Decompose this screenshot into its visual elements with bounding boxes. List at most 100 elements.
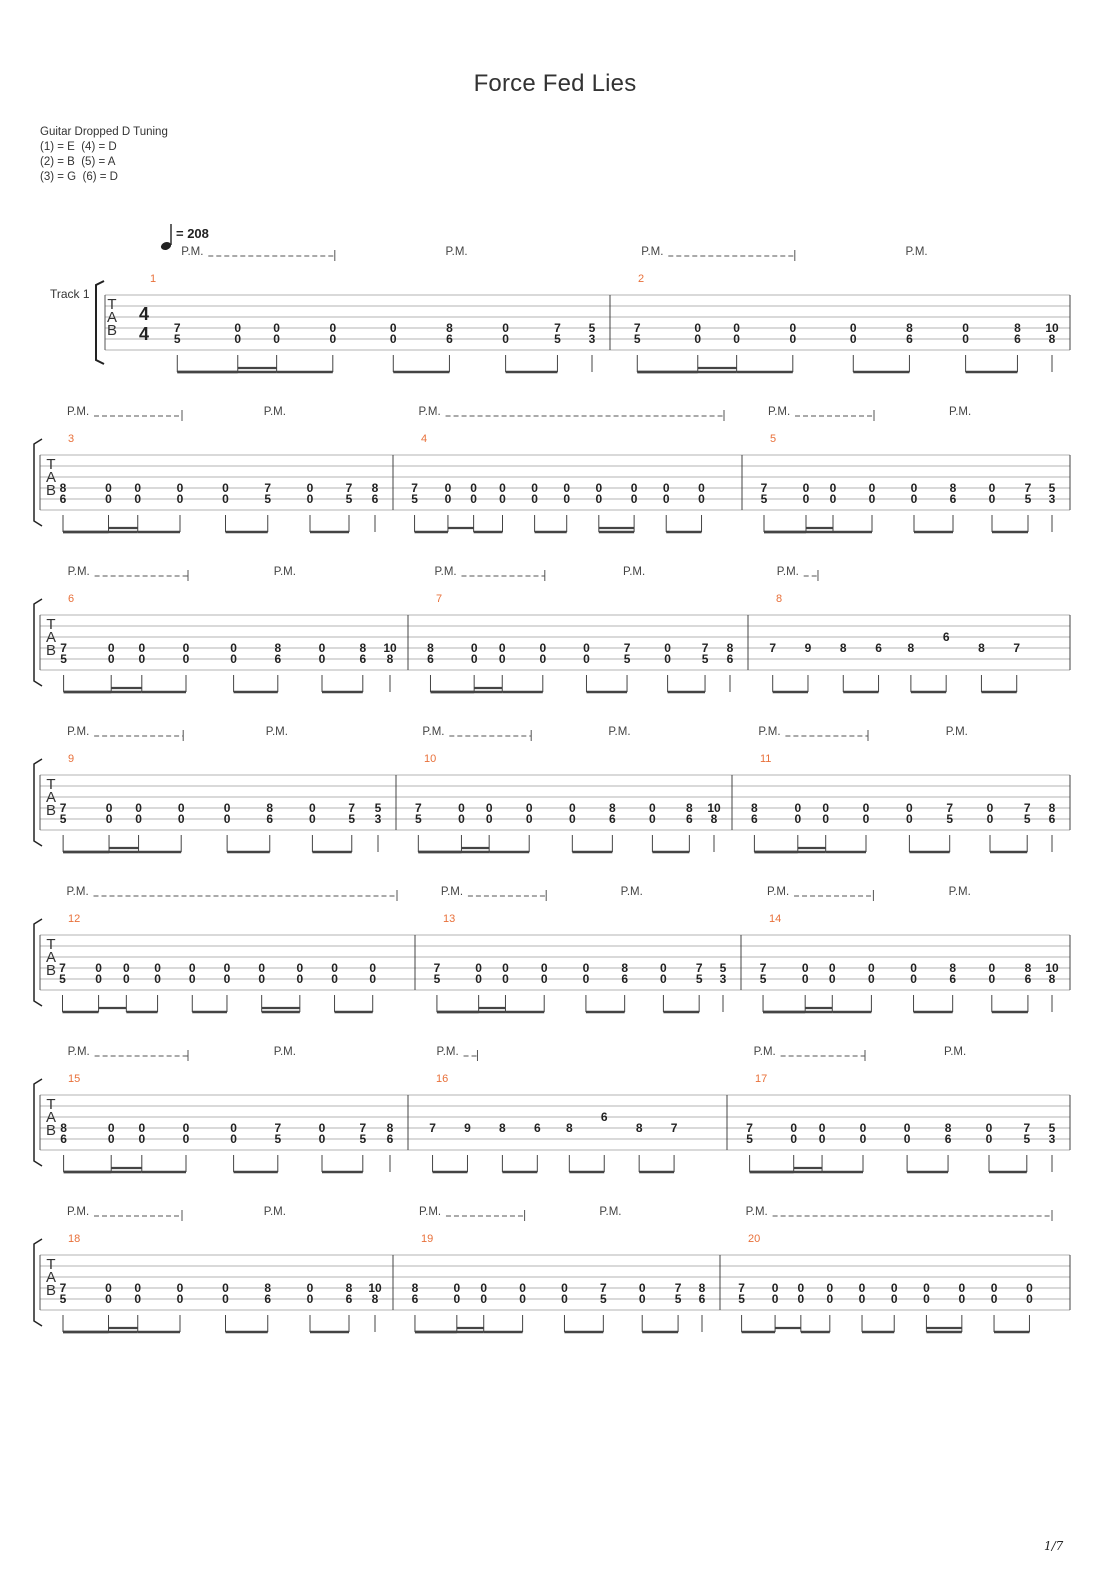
bar-number: 7: [436, 593, 442, 605]
fret-number: 0: [541, 972, 548, 986]
fret-number: 8: [264, 1281, 271, 1295]
bar-number: 14: [769, 913, 781, 925]
fret-number: 0: [499, 492, 506, 506]
fret-number: 0: [319, 652, 326, 666]
palm-mute-label: P.M.: [437, 1046, 459, 1058]
fret-number: 0: [309, 812, 316, 826]
fret-number: 0: [962, 321, 969, 335]
fret-number: 0: [595, 492, 602, 506]
fret-number: 0: [803, 492, 810, 506]
fret-number: 5: [720, 961, 727, 975]
fret-number: 0: [108, 1132, 115, 1146]
fret-number: 0: [561, 1281, 568, 1295]
bar-number: 19: [421, 1233, 433, 1245]
fret-number: 0: [631, 481, 638, 495]
fret-number: 0: [772, 1292, 779, 1306]
fret-number: 0: [108, 1121, 115, 1135]
fret-number: 7: [554, 321, 561, 335]
fret-number: 8: [950, 481, 957, 495]
tab-clef-letter: B: [107, 322, 117, 339]
fret-number: 5: [675, 1292, 682, 1306]
palm-mute-label: P.M.: [621, 886, 643, 898]
palm-mute-label: P.M.: [266, 726, 288, 738]
fret-number: 0: [639, 1292, 646, 1306]
fret-number: 6: [264, 1292, 271, 1306]
fret-number: 5: [738, 1292, 745, 1306]
fret-number: 0: [224, 812, 231, 826]
tab-clef-letter: B: [46, 482, 56, 499]
fret-number: 0: [733, 332, 740, 346]
fret-number: 0: [458, 812, 465, 826]
fret-number: 7: [348, 801, 355, 815]
fret-number: 0: [569, 812, 576, 826]
fret-number: 3: [1049, 492, 1056, 506]
fret-number: 0: [563, 492, 570, 506]
fret-number: 7: [346, 481, 353, 495]
fret-number: 5: [274, 1132, 281, 1146]
fret-number: 0: [138, 641, 145, 655]
fret-number: 0: [991, 1281, 998, 1295]
fret-number: 8: [727, 641, 734, 655]
fret-number: 6: [1049, 812, 1056, 826]
fret-number: 6: [609, 812, 616, 826]
tab-clef-letter: T: [46, 936, 55, 953]
fret-number: 7: [1025, 481, 1032, 495]
fret-number: 0: [486, 812, 493, 826]
bar-number: 18: [68, 1233, 80, 1245]
fret-number: 0: [134, 1281, 141, 1295]
system-bracket: [33, 918, 43, 1007]
fret-number: 0: [519, 1281, 526, 1295]
fret-number: 0: [499, 481, 506, 495]
fret-number: 0: [134, 492, 141, 506]
fret-number: 0: [987, 812, 994, 826]
fret-number: 0: [307, 492, 314, 506]
fret-number: 6: [427, 652, 434, 666]
bar-number: 1: [150, 273, 156, 285]
fret-number: 5: [348, 812, 355, 826]
fret-number: 6: [727, 652, 734, 666]
fret-number: 0: [789, 332, 796, 346]
fret-number: 0: [183, 1121, 190, 1135]
fret-number: 0: [989, 481, 996, 495]
fret-number: 7: [1024, 801, 1031, 815]
fret-number: 0: [663, 481, 670, 495]
fret-number: 6: [534, 1121, 541, 1135]
palm-mute-label: P.M.: [608, 726, 630, 738]
fret-number: 0: [230, 652, 237, 666]
palm-mute-label: P.M.: [777, 566, 799, 578]
fret-number: 0: [222, 1292, 229, 1306]
fret-number: 8: [60, 1121, 67, 1135]
fret-number: 0: [390, 321, 397, 335]
fret-number: 7: [675, 1281, 682, 1295]
fret-number: 0: [502, 332, 509, 346]
fret-number: 9: [464, 1121, 471, 1135]
fret-number: 8: [621, 961, 628, 975]
tab-clef-letter: T: [46, 616, 55, 633]
fret-number: 0: [561, 1292, 568, 1306]
tab-clef-letter: T: [107, 296, 116, 313]
fret-number: 7: [60, 641, 67, 655]
fret-number: 7: [702, 641, 709, 655]
fret-number: 6: [60, 492, 67, 506]
bar-number: 4: [421, 433, 427, 445]
fret-number: 0: [962, 332, 969, 346]
fret-number: 0: [105, 1292, 112, 1306]
fret-number: 0: [234, 321, 241, 335]
fret-number: 0: [486, 801, 493, 815]
fret-number: 0: [499, 641, 506, 655]
fret-number: 0: [502, 972, 509, 986]
fret-number: 5: [415, 812, 422, 826]
fret-number: 0: [369, 961, 376, 975]
fret-number: 8: [908, 641, 915, 655]
palm-mute-label: P.M.: [946, 726, 968, 738]
fret-number: 0: [95, 961, 102, 975]
fret-number: 0: [453, 1281, 460, 1295]
fret-number: 0: [860, 1121, 867, 1135]
fret-number: 6: [699, 1292, 706, 1306]
fret-number: 0: [234, 332, 241, 346]
fret-number: 0: [986, 1121, 993, 1135]
fret-number: 6: [359, 652, 366, 666]
fret-number: 5: [1049, 481, 1056, 495]
fret-number: 0: [331, 961, 338, 975]
palm-mute-label: P.M.: [905, 246, 927, 258]
